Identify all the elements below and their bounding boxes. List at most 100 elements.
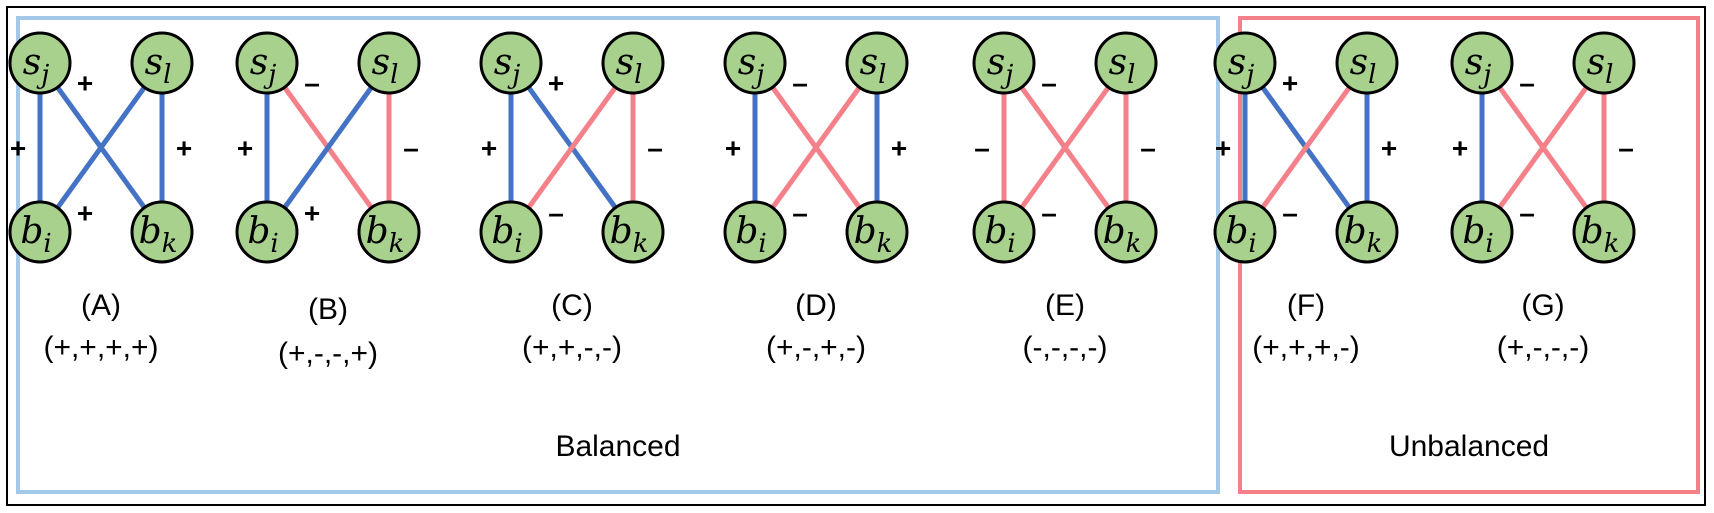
sign-sl-bk: – xyxy=(1140,132,1156,163)
panel-label: (F) xyxy=(1286,289,1326,322)
panel-label: (B) xyxy=(308,293,348,326)
node-b-k xyxy=(1094,200,1158,264)
unbalanced-caption: Unbalanced xyxy=(1388,430,1550,463)
panel-sign-tuple: (-,-,-,-) xyxy=(1022,331,1108,364)
node-s-l xyxy=(601,31,665,95)
node-label-s-l: sl xyxy=(1350,42,1377,90)
node-label-s-j: sj xyxy=(1228,42,1255,90)
node-s-l xyxy=(1094,31,1158,95)
node-label-b-k: bk xyxy=(610,211,649,259)
node-label-s-l: sl xyxy=(860,42,887,90)
node-label-s-j: sj xyxy=(494,42,521,90)
sign-sj-bk: – xyxy=(792,67,808,98)
node-label-b-i: bi xyxy=(491,211,522,259)
node-b-i xyxy=(1213,200,1277,264)
edge-sl-bi xyxy=(1001,61,1129,234)
node-b-i xyxy=(972,200,1036,264)
node-label-b-i: bi xyxy=(1225,211,1256,259)
sign-sl-bk: – xyxy=(403,132,419,163)
sign-sl-bk: + xyxy=(891,132,907,163)
node-s-l xyxy=(1335,31,1399,95)
panel-label: (A) xyxy=(81,289,121,322)
node-label-b-i: bi xyxy=(735,211,766,259)
node-s-j xyxy=(479,31,543,95)
node-label-s-j: sj xyxy=(23,42,50,90)
panel-sign-tuple: (+,-,-,-) xyxy=(1496,331,1590,364)
node-label-s-j: sj xyxy=(987,42,1014,90)
panel-sign-tuple: (+,-,+,-) xyxy=(765,331,866,364)
edge-sl-bi xyxy=(264,61,392,234)
balanced-group-box xyxy=(16,16,1220,494)
panel-sign-tuple: (+,+,+,-) xyxy=(1252,331,1360,364)
sign-sl-bi: – xyxy=(548,197,564,228)
node-label-b-k: bk xyxy=(1581,211,1620,259)
sign-sl-bi: + xyxy=(77,197,93,228)
sign-sl-bk: – xyxy=(1618,132,1634,163)
node-s-l xyxy=(1572,31,1636,95)
figure-border xyxy=(6,6,1706,506)
node-s-l xyxy=(357,31,421,95)
node-b-i xyxy=(8,200,72,264)
sign-sj-bi: + xyxy=(1452,132,1468,163)
node-s-j xyxy=(723,31,787,95)
node-label-s-j: sj xyxy=(738,42,765,90)
sign-sl-bk: + xyxy=(176,132,192,163)
edge-sl-bi xyxy=(37,61,165,234)
node-b-k xyxy=(601,200,665,264)
sign-sj-bk: + xyxy=(548,67,564,98)
panel-sign-tuple: (+,+,-,-) xyxy=(521,331,622,364)
panel-a: + + + + sj sl bi bk xyxy=(8,31,194,264)
node-label-s-l: sl xyxy=(1587,42,1614,90)
node-b-k xyxy=(1572,200,1636,264)
node-b-i xyxy=(479,200,543,264)
sign-sj-bi: – xyxy=(974,132,990,163)
sign-sj-bk: + xyxy=(1282,67,1298,98)
sign-sj-bi: + xyxy=(1215,132,1231,163)
sign-sj-bk: – xyxy=(1519,67,1535,98)
edge-sl-bi xyxy=(1479,61,1607,234)
edge-sl-bi xyxy=(752,61,880,234)
balanced-caption: Balanced xyxy=(555,430,681,463)
node-b-i xyxy=(235,200,299,264)
node-s-j xyxy=(8,31,72,95)
node-b-k xyxy=(130,200,194,264)
node-label-s-j: sj xyxy=(250,42,277,90)
edge-sl-bi xyxy=(508,61,636,234)
panel-label: (E) xyxy=(1045,289,1085,322)
node-s-j xyxy=(235,31,299,95)
sign-sj-bk: – xyxy=(1041,67,1057,98)
node-s-j xyxy=(1450,31,1514,95)
node-label-b-i: bi xyxy=(20,211,51,259)
node-label-b-i: bi xyxy=(247,211,278,259)
node-label-s-l: sl xyxy=(616,42,643,90)
sign-sj-bk: + xyxy=(77,67,93,98)
sign-sl-bi: + xyxy=(304,197,320,228)
node-s-l xyxy=(845,31,909,95)
node-s-j xyxy=(972,31,1036,95)
node-label-s-j: sj xyxy=(1465,42,1492,90)
node-label-b-i: bi xyxy=(1462,211,1493,259)
node-label-s-l: sl xyxy=(145,42,172,90)
panel-label: (C) xyxy=(551,289,593,322)
sign-sl-bi: – xyxy=(1282,197,1298,228)
node-label-b-k: bk xyxy=(1103,211,1142,259)
node-b-i xyxy=(1450,200,1514,264)
sign-sj-bi: + xyxy=(237,132,253,163)
node-s-j xyxy=(1213,31,1277,95)
node-b-k xyxy=(845,200,909,264)
node-label-s-l: sl xyxy=(1109,42,1136,90)
node-b-k xyxy=(1335,200,1399,264)
node-label-b-k: bk xyxy=(854,211,893,259)
sign-sl-bi: – xyxy=(1519,197,1535,228)
node-label-b-k: bk xyxy=(139,211,178,259)
sign-sj-bi: + xyxy=(725,132,741,163)
sign-sj-bi: + xyxy=(10,132,26,163)
edge-sl-bi xyxy=(1242,61,1370,234)
panel-sign-tuple: (+,-,-,+) xyxy=(277,337,378,370)
sign-sl-bk: – xyxy=(647,132,663,163)
